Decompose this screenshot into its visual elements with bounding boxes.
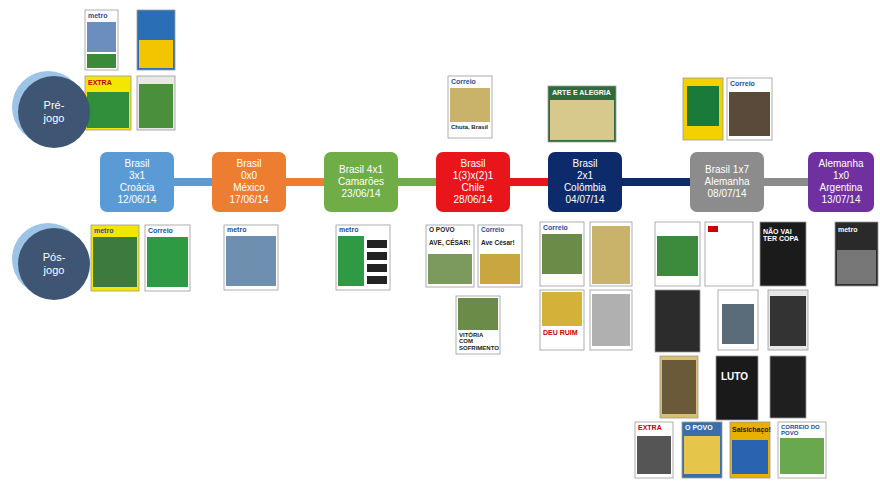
headline-text: VITÓRIA COM SOFRIMENTO xyxy=(458,332,498,351)
headline-text: Correio xyxy=(480,227,520,234)
headline-text: metro xyxy=(338,226,388,233)
headline-text: O POVO xyxy=(684,424,720,431)
headline-text: metro xyxy=(87,12,116,19)
headline-text: Ave César! xyxy=(480,240,520,247)
match-label: Brasil 3x1 Croácia 12/06/14 xyxy=(118,158,157,206)
match-box: Brasil 2x1 Colômbia 04/07/14 xyxy=(548,152,622,212)
headline-text: Correio xyxy=(450,78,490,85)
headline-text: CORREIO DO POVO xyxy=(780,424,824,437)
phase-circle: Pré-jogo xyxy=(10,70,98,154)
phase-label: Pré-jogo xyxy=(44,99,65,125)
phase-label: Pós-jogo xyxy=(43,251,66,277)
match-label: Brasil 1x7 Alemanha 08/07/14 xyxy=(704,164,749,200)
headline-text: Correio xyxy=(147,227,188,234)
headline-text: Correio xyxy=(729,80,770,87)
headline-text: Correio xyxy=(542,224,582,231)
match-box: Brasil 1(3)x(2)1 Chile 28/06/14 xyxy=(436,152,510,212)
headline-text: O POVO xyxy=(428,227,472,234)
phase-circle: Pós-jogo xyxy=(10,222,98,306)
timeline-segment xyxy=(764,182,808,183)
circle-inner: Pré-jogo xyxy=(18,76,90,148)
match-box: Brasil 3x1 Croácia 12/06/14 xyxy=(100,152,174,212)
headline-text: EXTRA xyxy=(637,424,671,431)
headline-text: EXTRA xyxy=(87,79,129,86)
match-label: Brasil 0x0 México 17/06/14 xyxy=(230,158,269,206)
headline-text: metro xyxy=(93,227,137,234)
match-label: Alemanha 1x0 Argentina 13/07/14 xyxy=(818,158,863,206)
headline-text: DEU RUIM xyxy=(542,329,582,336)
headline-text: Chuta, Brasil xyxy=(450,124,490,130)
match-box: Brasil 1x7 Alemanha 08/07/14 xyxy=(690,152,764,212)
match-box: Alemanha 1x0 Argentina 13/07/14 xyxy=(808,152,874,212)
timeline-segment xyxy=(622,182,690,183)
timeline-segment xyxy=(398,182,436,183)
headline-text: ARTE E ALEGRIA xyxy=(551,89,613,96)
match-label: Brasil 4x1 Camarões 23/06/14 xyxy=(338,164,384,200)
timeline-segment xyxy=(174,182,212,183)
headline-text: metro xyxy=(837,226,876,233)
timeline-segment xyxy=(286,182,324,183)
match-box: Brasil 0x0 México 17/06/14 xyxy=(212,152,286,212)
headline-text: NÃO VAI TER COPA xyxy=(762,228,804,243)
headline-text: LUTO xyxy=(720,372,754,383)
match-label: Brasil 2x1 Colômbia 04/07/14 xyxy=(564,158,606,206)
headline-text: AVE, CÉSAR! xyxy=(428,240,472,247)
match-box: Brasil 4x1 Camarões 23/06/14 xyxy=(324,152,398,212)
headline-text: Salsichaço! xyxy=(731,426,769,433)
circle-inner: Pós-jogo xyxy=(18,228,90,300)
match-label: Brasil 1(3)x(2)1 Chile 28/06/14 xyxy=(453,158,494,206)
timeline-segment xyxy=(510,182,548,183)
headline-text: metro xyxy=(226,226,276,233)
